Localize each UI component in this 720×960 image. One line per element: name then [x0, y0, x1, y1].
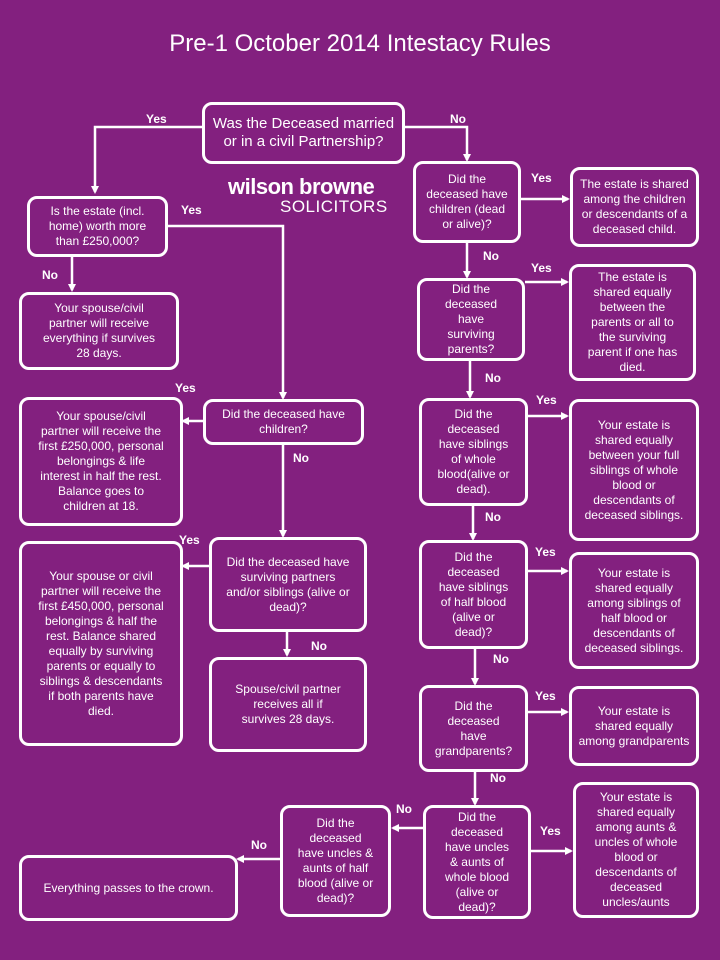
result-spouse-all: Spouse/civil partner receives all if sur… [209, 657, 367, 752]
question-parents: Did the deceased have surviving parents? [417, 278, 525, 361]
question-estate-value: Is the estate (incl. home) worth more th… [27, 196, 168, 257]
no-label: No [485, 371, 501, 385]
no-label: No [450, 112, 466, 126]
yes-label: Yes [181, 203, 202, 217]
no-label: No [251, 838, 267, 852]
result-spouse-everything: Your spouse/civil partner will receive e… [19, 292, 179, 370]
no-label: No [396, 802, 412, 816]
no-label: No [293, 451, 309, 465]
arrow-married-no [405, 125, 471, 162]
yes-label: Yes [146, 112, 167, 126]
arrow-estate-yes [168, 224, 287, 400]
yes-label: Yes [535, 689, 556, 703]
result-grandparents: Your estate is shared equally among gran… [569, 686, 699, 766]
question-uncles-whole: Did the deceased have uncles & aunts of … [423, 805, 531, 919]
question-whole-siblings: Did the deceased have siblings of whole … [419, 398, 528, 506]
yes-label: Yes [175, 381, 196, 395]
wilson-browne-logo: wilson browne SOLICITORS [228, 176, 388, 216]
no-label: No [311, 639, 327, 653]
question-half-siblings: Did the deceased have siblings of half b… [419, 540, 528, 649]
result-parents: The estate is shared equally between the… [569, 264, 696, 381]
no-label: No [490, 771, 506, 785]
result-children: The estate is shared among the children … [570, 167, 699, 247]
question-children-spouse: Did the deceased have children? [203, 399, 364, 445]
arrow-married-yes [91, 125, 202, 194]
yes-label: Yes [179, 533, 200, 547]
yes-label: Yes [540, 824, 561, 838]
no-label: No [42, 268, 58, 282]
no-label: No [493, 652, 509, 666]
no-label: No [485, 510, 501, 524]
yes-label: Yes [536, 393, 557, 407]
yes-label: Yes [535, 545, 556, 559]
logo-line1: wilson browne [228, 174, 375, 199]
result-spouse-250k: Your spouse/civil partner will receive t… [19, 397, 183, 526]
result-half-siblings: Your estate is shared equally among sibl… [569, 552, 699, 669]
yes-label: Yes [531, 171, 552, 185]
yes-label: Yes [531, 261, 552, 275]
no-label: No [483, 249, 499, 263]
question-uncles-half: Did the deceased have uncles & aunts of … [280, 805, 391, 917]
question-grandparents: Did the deceased have grandparents? [419, 685, 528, 772]
question-married: Was the Deceased married or in a civil P… [202, 102, 405, 164]
result-uncles-whole: Your estate is shared equally among aunt… [573, 782, 699, 918]
question-children: Did the deceased have children (dead or … [413, 161, 521, 243]
logo-line2: SOLICITORS [280, 197, 388, 216]
result-spouse-450k: Your spouse or civil partner will receiv… [19, 541, 183, 746]
page-title: Pre-1 October 2014 Intestacy Rules [169, 30, 551, 57]
result-whole-siblings: Your estate is shared equally between yo… [569, 399, 699, 541]
question-partners-siblings: Did the deceased have surviving partners… [209, 537, 367, 632]
result-crown: Everything passes to the crown. [19, 855, 238, 921]
